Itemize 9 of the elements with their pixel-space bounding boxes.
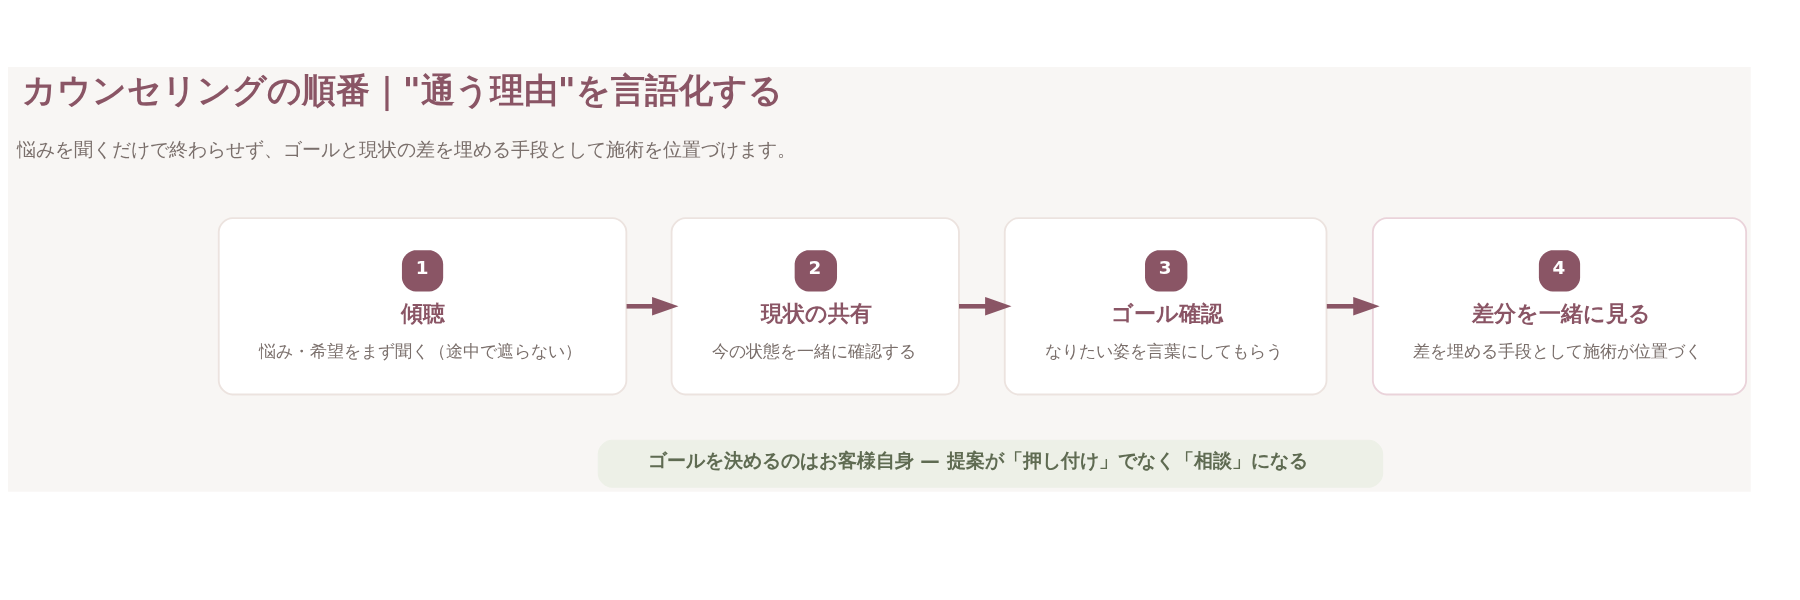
arrow (1326, 297, 1380, 316)
arrow (959, 297, 1012, 316)
node-box: 1 傾聴 悩み・希望をまず聞く（途中で遮らない） (217, 217, 628, 396)
node-box: 2 現状の共有 今の状態を一緒に確認する (670, 217, 960, 396)
node-box: 3 ゴール確認 なりたい姿を言葉にしてもらう (1003, 217, 1328, 396)
arrow (626, 297, 679, 316)
label: 悩みを聞くだけで終わらせず、ゴールと現状の差を埋める手段として施術を位置づけます。 (17, 138, 797, 162)
diagram-title: カウンセリングの順番｜"通う理由"を言語化する (21, 70, 783, 111)
node-box: 4 差分を一緒に見る 差を埋める手段として施術が位置づく (1371, 217, 1748, 396)
